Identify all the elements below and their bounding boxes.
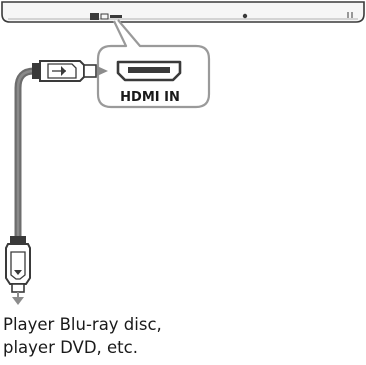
caption-line-1: Player Blu-ray disc,: [3, 315, 162, 334]
hdmi-cable: [14, 67, 38, 242]
source-device-caption: Player Blu-ray disc, player DVD, etc.: [3, 313, 243, 359]
port-label: HDMI IN: [120, 90, 180, 105]
caption-line-2: player DVD, etc.: [3, 338, 138, 357]
hdmi-plug-top: [32, 60, 108, 82]
power-indicator-icon: [242, 13, 248, 19]
right-vent-icon: [347, 12, 353, 18]
rear-port-panel: [90, 13, 122, 20]
hdmi-plug-bottom: [5, 236, 31, 305]
plug-direction-down-arrow-icon: [12, 292, 24, 305]
hdmi-in-callout: HDMI IN: [96, 19, 211, 109]
soundbar: [1, 1, 365, 23]
hdmi-port-icon: [116, 60, 182, 82]
plug-direction-arrow-icon: [97, 66, 108, 76]
